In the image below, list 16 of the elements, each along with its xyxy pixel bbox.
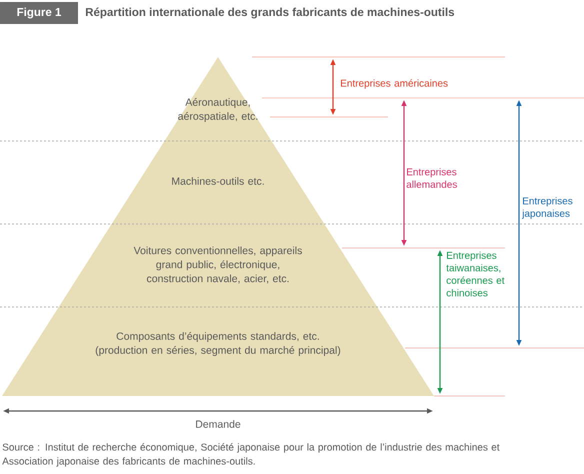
node-label: Aéronautique, aérospatiale, etc. bbox=[178, 98, 258, 122]
range-label: Entreprises allemandes bbox=[406, 168, 457, 188]
node-label: Composants d’équipements standards, etc. (production en séries, segment du marché principal) bbox=[96, 332, 340, 356]
pyramid-band: Aéronautique, aérospatiale, etc. bbox=[164, 57, 272, 141]
pyramid-band: Composants d’équipements standards, etc. (production en séries, segment du marché principal) bbox=[2, 307, 434, 396]
range-label: Entreprises japonaises bbox=[522, 197, 572, 219]
node-label: Voitures conventionnelles, appareils grand public, électronique, construction navale, acier, etc. bbox=[134, 246, 302, 284]
figure-badge: Figure 1 bbox=[0, 2, 78, 24]
axis-label: Demande bbox=[196, 420, 240, 428]
range-label: Entreprises taiwanaises, coréennes et chinoises bbox=[446, 252, 504, 296]
pyramid-band: Voitures conventionnelles, appareils grand public, électronique, construction navale, acier, etc. bbox=[58, 224, 378, 307]
range-label: Entreprises américaines bbox=[341, 79, 448, 89]
title: Répartition internationale des grands fabricants de machines-outils bbox=[86, 8, 454, 18]
source-note: Source : Institut de recherche économique, Société japonaise pour la promotion de l’industrie des machines et Association japonaise des fabricants de machines-outils. bbox=[2, 443, 500, 467]
pyramid-band: Machines-outils etc. bbox=[112, 141, 324, 224]
node-label: Machines-outils etc. bbox=[172, 177, 264, 185]
